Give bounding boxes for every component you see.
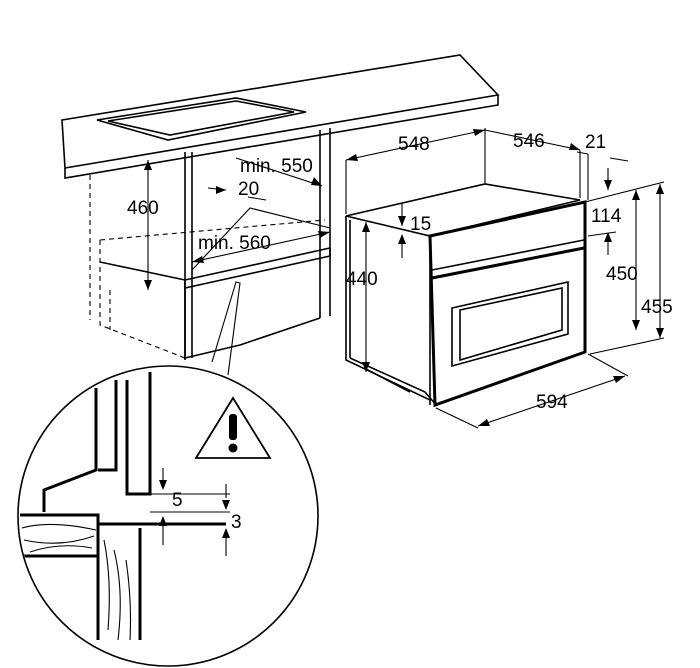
dim-gap-5: 5: [140, 468, 230, 545]
countertop: [61, 54, 500, 179]
oven: [345, 183, 587, 408]
label-3: 3: [231, 512, 242, 533]
dim-cabinet-height: 460: [127, 160, 159, 290]
dim-offset-20: 20: [207, 179, 267, 201]
label-20: 20: [238, 179, 259, 200]
dim-440: 440: [346, 222, 378, 372]
detail-circle: [17, 365, 319, 667]
dim-546: 546: [484, 128, 581, 198]
dim-min-550: min. 550: [235, 156, 323, 187]
dim-594: 594: [435, 353, 629, 429]
cabinet: [89, 128, 331, 360]
dim-450: 450: [606, 190, 640, 330]
label-594: 594: [536, 392, 568, 413]
label-460: 460: [127, 198, 159, 219]
dim-114: 114: [587, 168, 622, 255]
warning-icon: [194, 396, 272, 459]
label-min-550: min. 550: [240, 156, 313, 177]
dim-15: 15: [398, 203, 431, 258]
label-548: 548: [398, 134, 430, 155]
label-455: 455: [641, 297, 673, 318]
dim-548: 548: [345, 129, 486, 214]
label-450: 450: [606, 264, 638, 285]
dim-455: 455: [584, 181, 673, 355]
cooktop: [96, 97, 307, 141]
label-546: 546: [513, 131, 545, 152]
label-114: 114: [591, 206, 622, 227]
label-15: 15: [410, 214, 431, 235]
dim-21: 21: [576, 132, 629, 200]
label-21: 21: [585, 132, 606, 153]
callout-leader: [211, 281, 241, 376]
dim-min-560: min. 560: [191, 231, 331, 263]
label-min-560: min. 560: [198, 233, 271, 254]
dim-gap-3: 3: [222, 484, 242, 556]
label-5: 5: [172, 490, 183, 511]
label-440: 440: [346, 269, 378, 290]
